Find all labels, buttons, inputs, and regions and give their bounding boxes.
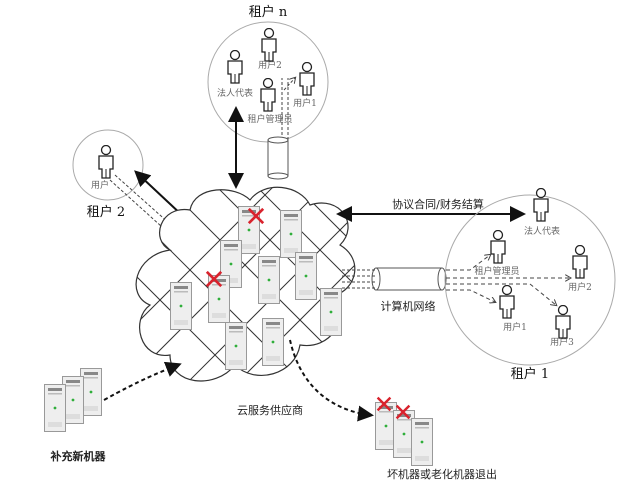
- cloud-provider: 云服务供应商: [135, 186, 356, 417]
- network-label: 计算机网络: [381, 299, 436, 313]
- person-icon: [533, 188, 549, 222]
- contract-label: 协议合同/财务结算: [392, 197, 484, 211]
- person-icon: [572, 245, 588, 279]
- person-icon: [490, 230, 506, 264]
- person-icon: [260, 78, 276, 112]
- tenant-1-user3-label: 用户3: [550, 336, 574, 348]
- person-icon: [555, 305, 571, 339]
- tenant-2-title: 租户 2: [87, 204, 125, 220]
- tenant-n-user2-label: 用户2: [258, 59, 282, 71]
- add-machines-group: 补充新机器: [44, 361, 182, 463]
- tenant-1-legal-rep-label: 法人代表: [524, 225, 560, 237]
- person-icon: [227, 50, 243, 84]
- tenant-1-circle: [444, 194, 616, 366]
- tenant-2-user-label: 用户: [91, 179, 109, 191]
- tenant-1-user2-label: 用户2: [568, 281, 592, 293]
- tenant-2-circle: [72, 129, 144, 201]
- tenant-n-legal-rep-label: 法人代表: [217, 87, 253, 99]
- tenant-1-user1-label: 用户1: [503, 321, 527, 333]
- person-icon: [299, 62, 315, 96]
- network-pipe-horizontal: 计算机网络: [342, 267, 447, 313]
- add-machines-label: 补充新机器: [50, 449, 107, 463]
- tenant-n-user1-label: 用户1: [293, 97, 317, 109]
- person-icon: [499, 285, 515, 319]
- remove-machines-label: 坏机器或老化机器退出: [387, 467, 497, 481]
- network-pipe-vertical: [267, 136, 289, 180]
- person-icon: [261, 28, 277, 62]
- tenant-n-admin-label: 租户管理员: [247, 113, 292, 125]
- remove-machines-group: 坏机器或老化机器退出: [289, 339, 497, 481]
- provider-label: 云服务供应商: [237, 403, 303, 417]
- tenant-1-group: 法人代表 租户管理员 用户2 用户1 用户3 租户 1: [444, 188, 616, 382]
- tenant-1-admin-label: 租户管理员: [474, 265, 519, 277]
- tenant-n-title: 租户 n: [249, 4, 288, 20]
- person-icon: [98, 145, 114, 179]
- tenant-n-group: 租户 n 用户2 法人代表 用户1 租户管理员: [207, 4, 329, 145]
- tenant-1-title: 租户 1: [511, 366, 549, 382]
